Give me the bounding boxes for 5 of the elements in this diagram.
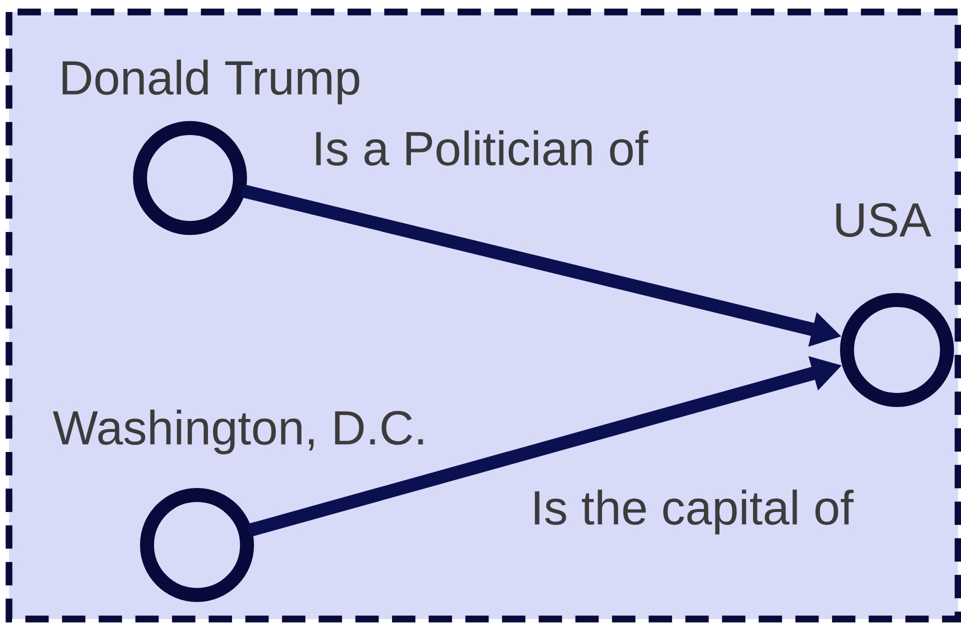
- edge-label: Is the capital of: [528, 487, 856, 537]
- node-label: Washington, D.C.: [52, 410, 423, 454]
- edge-label: Is a Politician of: [309, 128, 651, 168]
- node-label: USA: [836, 203, 932, 237]
- node-label: Donald Trump: [62, 60, 360, 104]
